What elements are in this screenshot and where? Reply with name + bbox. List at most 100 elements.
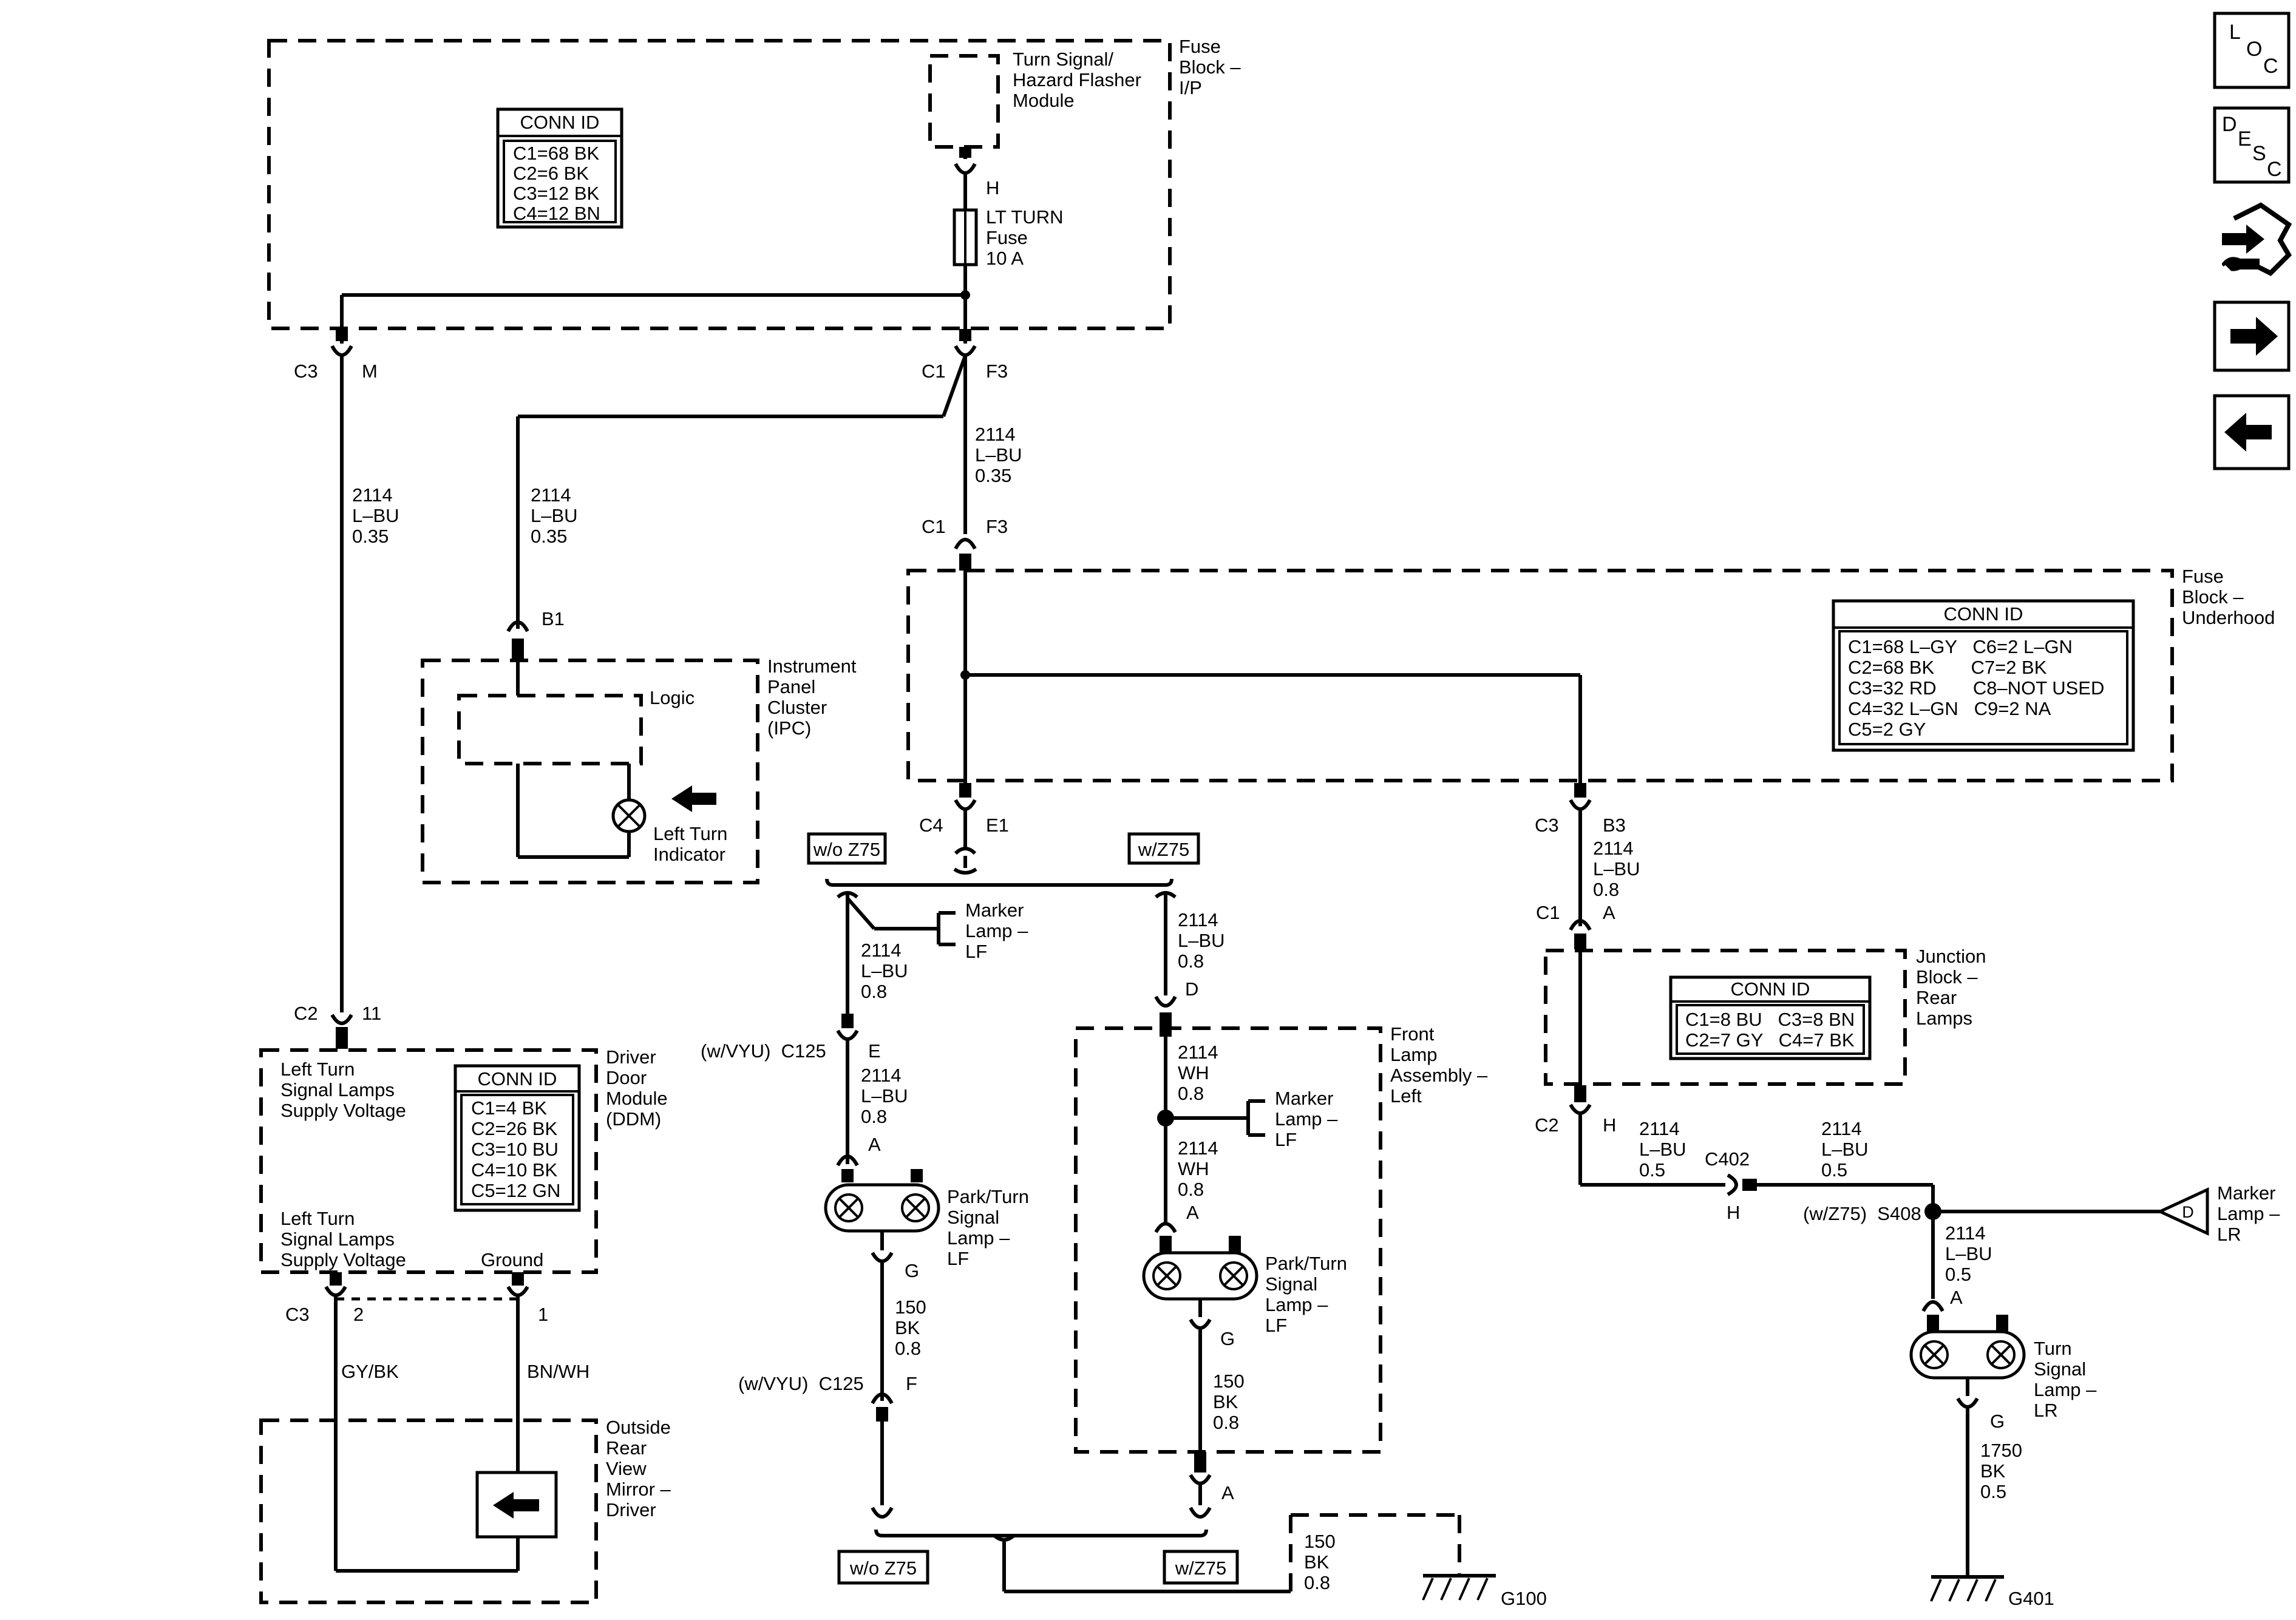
option-w-z75: w/Z75 — [1175, 1557, 1226, 1579]
wire-label: 2114 — [352, 484, 393, 506]
pin-e-label: E — [868, 1040, 881, 1062]
pin-g-label: G — [905, 1260, 919, 1281]
wire-label: 0.8 — [1213, 1412, 1239, 1433]
wire-label: L–BU — [1178, 930, 1225, 951]
connector-tools-icon[interactable] — [2222, 202, 2292, 276]
wire-label: 2114 — [861, 940, 902, 961]
wire-label: 150 — [1304, 1531, 1336, 1552]
conn-c1-label: C1 — [1536, 902, 1560, 923]
ddm-supply-bottom-2: Signal Lamps — [280, 1229, 395, 1250]
fla-label-3: Assembly – — [1390, 1065, 1488, 1086]
loc-letter: O — [2246, 38, 2262, 61]
wire-label: L–BU — [861, 960, 908, 981]
desc-letter: S — [2252, 142, 2266, 165]
conn-1-label: 1 — [538, 1304, 548, 1325]
marker-lf-label-3: LF — [965, 941, 987, 962]
previous-page-button[interactable] — [2213, 394, 2291, 470]
instrument-panel-cluster: Logic Left Turn Indicator Instrument Pan… — [421, 639, 857, 884]
ddm-label-3: Module — [606, 1088, 668, 1109]
wire-label: 0.35 — [531, 526, 567, 547]
mirror-label-4: Mirror – — [606, 1479, 671, 1500]
marker-lamp-lr: D — [2156, 1187, 2209, 1236]
mirror-label-1: Outside — [606, 1417, 671, 1438]
conn-id-ip-title: CONN ID — [520, 112, 600, 133]
arrow-right-icon — [2230, 317, 2278, 356]
conn-id-underhood: CONN ID C1=68 L–GY C6=2 L–GN C2=68 BK C7… — [1832, 599, 2135, 752]
ddm-supply-bottom-1: Left Turn — [280, 1208, 355, 1229]
wire-label: BK — [895, 1317, 920, 1338]
marker-lr-label-3: LR — [2217, 1224, 2241, 1245]
ipc-feed-circuit: C1 F3 2114 L–BU 0.35 2114 L–BU 0.35 B1 — [506, 329, 1022, 632]
conn-id-ddm-line: C1=4 BK — [471, 1097, 547, 1119]
outside-mirror-driver: Outside Rear View Mirror – Driver — [259, 1417, 671, 1604]
fuse-block-ip: Fuse Block – I/P CONN ID C1=68 BK C2=6 B… — [267, 36, 1241, 344]
wire-label: 0.5 — [1821, 1159, 1847, 1181]
option-w-z75: w/Z75 — [1138, 839, 1189, 860]
marker-lr-label-1: Marker — [2217, 1182, 2275, 1204]
conn-id-jb-title: CONN ID — [1731, 978, 1810, 1000]
wire-label: 2114 — [1178, 1042, 1218, 1063]
wire-label: L–BU — [861, 1085, 908, 1107]
conn-e1-label: E1 — [986, 815, 1009, 836]
lamp-lf2-label-3: Lamp – — [1265, 1294, 1328, 1315]
conn-id-ddm: CONN ID C1=4 BK C2=26 BK C3=10 BU C4=10 … — [453, 1064, 581, 1212]
nav-panel: L O C D E S C — [2213, 12, 2292, 470]
jb-label-1: Junction — [1916, 946, 1986, 967]
option-wo-z75: w/o Z75 — [849, 1557, 917, 1579]
conn-b1-label: B1 — [542, 608, 565, 629]
ipc-label-2: Panel — [767, 676, 815, 697]
wire-label: BK — [1304, 1551, 1330, 1573]
ground-g401-label: G401 — [2008, 1588, 2054, 1609]
turn-signal-lamp-lr — [1909, 1315, 2026, 1380]
ground-g100-icon — [1422, 1573, 1496, 1601]
wire-label: L–BU — [352, 505, 399, 526]
conn-id-underhood-line: C1=68 L–GY C6=2 L–GN — [1848, 636, 2073, 657]
junction-block-rear-lamps: CONN ID C1=8 BU C3=8 BN C2=7 GY C4=7 BK … — [1544, 946, 1986, 1086]
wire-label: 2114 — [531, 484, 571, 506]
front-lamp-assembly-left: 2114 L–BU 0.8 D 2114 WH 0.8 Marker Lamp … — [1074, 891, 1488, 1519]
mirror-label-2: Rear — [606, 1437, 647, 1459]
marker-lf-label-2: Lamp – — [965, 920, 1028, 941]
conn-c1-label: C1 — [922, 516, 946, 537]
ddm-label-4: (DDM) — [606, 1108, 661, 1130]
fla-label-1: Front — [1390, 1023, 1435, 1045]
jb-label-2: Block – — [1916, 966, 1978, 988]
conn-id-ip-line: C4=12 BN — [513, 203, 600, 224]
desc-letter: D — [2222, 113, 2237, 136]
wire-label: 0.35 — [352, 526, 389, 547]
wire-label: L–BU — [531, 505, 578, 526]
wire-label: 0.8 — [1178, 1083, 1204, 1104]
wire-label: L–BU — [975, 444, 1022, 466]
conn-id-ddm-line: C2=26 BK — [471, 1118, 558, 1139]
wire-label: 0.5 — [1945, 1264, 1971, 1285]
conn-id-ddm-line: C4=10 BK — [471, 1159, 558, 1181]
option-tag-wo-z75-bottom: w/o Z75 — [837, 1550, 929, 1585]
fla-label-2: Lamp — [1390, 1044, 1438, 1065]
ddm-feed-circuit: C3 M 2114 L–BU 0.35 C2 11 — [294, 329, 399, 1049]
next-page-button[interactable] — [2213, 300, 2291, 372]
conn-a-label: A — [1603, 902, 1615, 923]
marker-lr-pin-label: D — [2182, 1203, 2194, 1221]
conn-id-ip-line: C1=68 BK — [513, 143, 600, 164]
loc-button[interactable]: L O C — [2213, 12, 2291, 89]
conn-f3-label: F3 — [986, 516, 1008, 537]
wire-label: 2114 — [1178, 1137, 1218, 1159]
desc-button[interactable]: D E S C — [2213, 106, 2291, 184]
jb-label-3: Rear — [1916, 987, 1957, 1008]
logic-label: Logic — [650, 687, 695, 708]
option-tag-wo-z75: w/o Z75 — [807, 832, 887, 865]
conn-id-ddm-line: C3=10 BU — [471, 1139, 559, 1160]
fuse-label-3: 10 A — [986, 248, 1024, 269]
left-branch-wo-z75: Marker Lamp – LF 2114 L–BU 0.8 (w/VYU) C… — [701, 891, 1029, 1519]
conn-2-label: 2 — [353, 1304, 364, 1325]
marker-lf2-label-3: LF — [1275, 1129, 1297, 1150]
front-lamp-feed: C4 E1 w/o Z75 w/Z75 — [807, 783, 1200, 887]
fuse-block-ip-label-3: I/P — [1179, 77, 1202, 98]
lamp-lr-label-2: Signal — [2034, 1358, 2086, 1380]
wire-label: 2114 — [861, 1065, 902, 1086]
option-tag-w-z75-bottom: w/Z75 — [1163, 1550, 1239, 1585]
wire-label: L–BU — [1945, 1243, 1992, 1264]
fuse-block-underhood: C1 F3 CONN ID C1=68 L–GY C6=2 L–GN C2=68… — [906, 516, 2275, 795]
pin-a-label: A — [1950, 1287, 1963, 1308]
